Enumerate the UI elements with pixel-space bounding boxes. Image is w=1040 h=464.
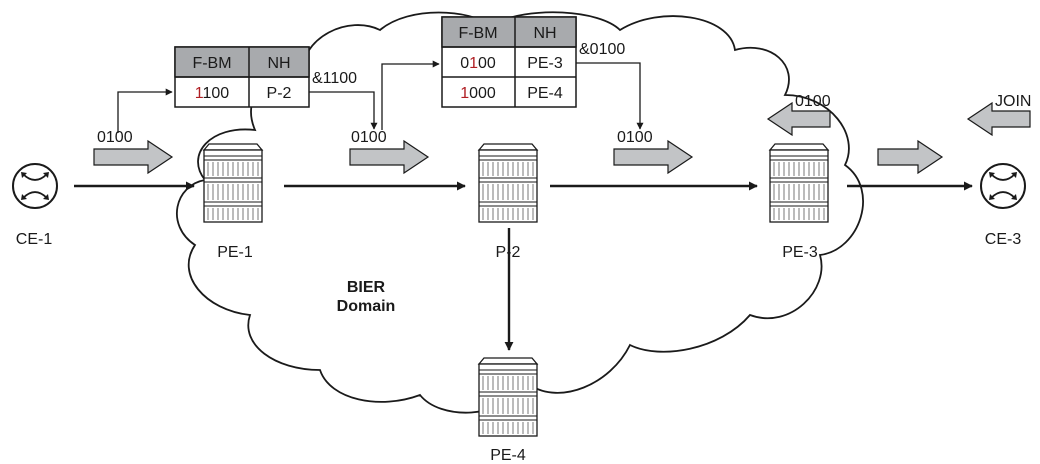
table-p2-row2-nh: PE-4 [527,85,563,102]
and-op-pe1: &1100 [312,70,357,87]
node-label-pe4: PE-4 [490,447,526,464]
connector-pe1p2-to-table-p2 [381,60,440,130]
connector-table-pe1-to-pe1p2 [309,91,378,130]
domain-label-line1: BIER [347,279,386,296]
packet-arrow-pe1-p2 [349,139,430,175]
ce3-switch-icon [980,163,1026,209]
packet-label-ce1-pe1: 0100 [97,129,133,146]
router-pe3-icon [769,143,829,223]
router-pe4-icon [478,357,538,437]
table-p2-row1-nh: PE-3 [527,55,563,72]
node-label-pe1: PE-1 [217,244,253,261]
join-arrow-ce3 [966,101,1031,137]
join-label-ce3: JOIN [995,93,1031,110]
table-p2-header-fbm: F-BM [458,25,497,42]
node-label-p2: P-2 [496,244,521,261]
table-p2-row2-fbm: 1000 [460,85,496,102]
router-p2-icon [478,143,538,223]
table-pe1-header-nh: NH [267,55,290,72]
packet-arrow-p2-pe3 [613,139,694,175]
table-pe1-row1-nh: P-2 [267,85,292,102]
table-p2-row1-fbm: 0100 [460,55,496,72]
table-p2-header-nh: NH [533,25,556,42]
connector-ce1-to-table-pe1 [117,88,173,133]
node-label-ce3: CE-3 [985,231,1022,248]
router-pe1-icon [203,143,263,223]
table-pe1-header-fbm: F-BM [192,55,231,72]
table-p2: F-BM NH 0100 PE-3 1000 PE-4 [441,16,577,108]
join-arrow-pe3 [766,101,831,137]
packet-arrow-ce1-pe1 [93,139,174,175]
table-pe1-row1-fbm: 1100 [195,85,230,102]
and-op-p2: &0100 [579,41,625,58]
domain-label-line2: Domain [337,298,396,315]
ce1-switch-icon [12,163,58,209]
packet-arrow-pe3-ce3 [877,139,944,175]
table-pe1: F-BM NH 1100 P-2 [174,46,310,108]
packet-label-p2-pe3: 0100 [617,129,653,146]
node-label-pe3: PE-3 [782,244,818,261]
node-label-ce1: CE-1 [16,231,53,248]
join-label-pe3: 0100 [795,93,831,110]
connector-table-p2-to-p2pe3 [576,62,644,130]
packet-label-pe1-p2: 0100 [351,129,387,146]
